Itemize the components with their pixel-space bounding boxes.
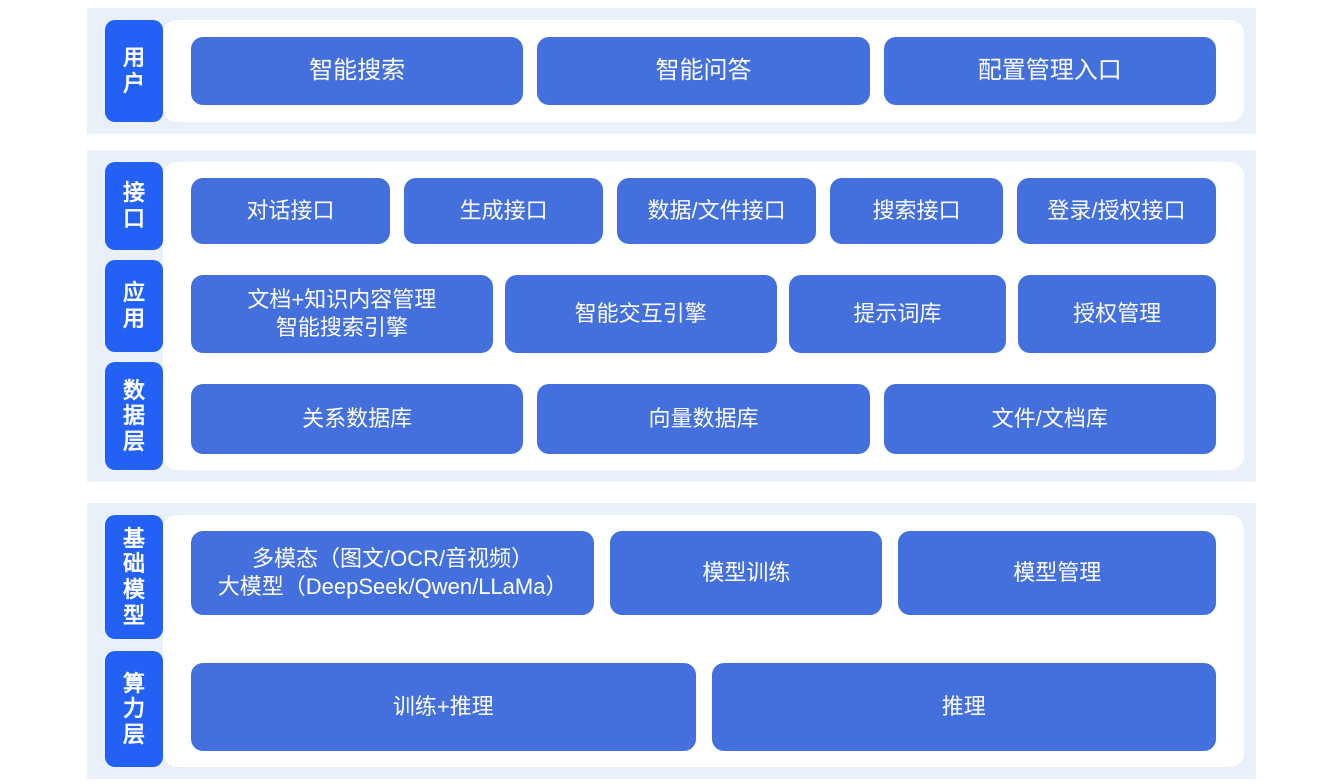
layer-tab-users[interactable]: 用户 <box>105 20 163 122</box>
box-smart-qa[interactable]: 智能问答 <box>537 37 870 105</box>
box-model-management[interactable]: 模型管理 <box>898 531 1216 615</box>
layer-tab-compute-label: 算力层 <box>122 670 145 747</box>
box-config-management-entry[interactable]: 配置管理入口 <box>883 37 1216 105</box>
section-base: 基础模型 算力层 多模态（图文/OCR/音视频） 大模型（DeepSeek/Qw… <box>87 503 1256 779</box>
section-middle: 接口 应用 数据层 对话接口 生成接口 数据/文件接口 搜索接口 登录/授权接口… <box>87 150 1256 482</box>
architecture-diagram: 用户 智能搜索 智能问答 配置管理入口 接口 应用 数据层 对话接 <box>87 0 1256 784</box>
box-multimodal-large-model[interactable]: 多模态（图文/OCR/音视频） 大模型（DeepSeek/Qwen/LLaMa） <box>191 531 595 615</box>
box-prompt-library[interactable]: 提示词库 <box>788 275 1007 353</box>
box-inference[interactable]: 推理 <box>711 663 1216 751</box>
box-dialog-api[interactable]: 对话接口 <box>191 178 391 244</box>
box-smart-search[interactable]: 智能搜索 <box>191 37 524 105</box>
base-rail: 基础模型 算力层 <box>87 503 163 779</box>
layer-tab-api[interactable]: 接口 <box>105 162 163 250</box>
row-application: 文档+知识内容管理 智能搜索引擎 智能交互引擎 提示词库 授权管理 <box>163 275 1244 353</box>
layer-tab-users-label: 用户 <box>122 45 145 96</box>
box-login-auth-api[interactable]: 登录/授权接口 <box>1016 178 1217 244</box>
layer-tab-application[interactable]: 应用 <box>105 260 163 352</box>
users-rail: 用户 <box>87 8 163 134</box>
row-api: 对话接口 生成接口 数据/文件接口 搜索接口 登录/授权接口 <box>163 178 1244 244</box>
box-model-training[interactable]: 模型训练 <box>610 531 883 615</box>
box-vector-database[interactable]: 向量数据库 <box>537 384 870 454</box>
box-file-document-store[interactable]: 文件/文档库 <box>883 384 1216 454</box>
box-data-file-api[interactable]: 数据/文件接口 <box>617 178 817 244</box>
layer-tab-base-model[interactable]: 基础模型 <box>105 515 163 639</box>
row-compute: 训练+推理 推理 <box>163 663 1244 751</box>
layer-tab-compute[interactable]: 算力层 <box>105 651 163 767</box>
box-relational-database[interactable]: 关系数据库 <box>191 384 524 454</box>
layer-tab-data[interactable]: 数据层 <box>105 362 163 470</box>
middle-card: 对话接口 生成接口 数据/文件接口 搜索接口 登录/授权接口 文档+知识内容管理… <box>163 162 1244 470</box>
section-users: 用户 智能搜索 智能问答 配置管理入口 <box>87 8 1256 134</box>
middle-rail: 接口 应用 数据层 <box>87 150 163 482</box>
layer-tab-data-label: 数据层 <box>122 377 145 454</box>
row-data: 关系数据库 向量数据库 文件/文档库 <box>163 384 1244 454</box>
layer-tab-api-label: 接口 <box>122 180 145 231</box>
layer-tab-base-model-label: 基础模型 <box>122 525 145 628</box>
users-card: 智能搜索 智能问答 配置管理入口 <box>163 20 1244 122</box>
box-training-plus-inference[interactable]: 训练+推理 <box>191 663 696 751</box>
box-search-api[interactable]: 搜索接口 <box>830 178 1003 244</box>
row-base-model: 多模态（图文/OCR/音视频） 大模型（DeepSeek/Qwen/LLaMa）… <box>163 531 1244 615</box>
box-generation-api[interactable]: 生成接口 <box>404 178 604 244</box>
layer-tab-application-label: 应用 <box>122 280 145 331</box>
row-user-entries: 智能搜索 智能问答 配置管理入口 <box>163 37 1244 105</box>
base-card: 多模态（图文/OCR/音视频） 大模型（DeepSeek/Qwen/LLaMa）… <box>163 515 1244 767</box>
box-doc-knowledge-management[interactable]: 文档+知识内容管理 智能搜索引擎 <box>191 275 493 353</box>
box-smart-interaction-engine[interactable]: 智能交互引擎 <box>504 275 777 353</box>
box-authorization-management[interactable]: 授权管理 <box>1018 275 1216 353</box>
